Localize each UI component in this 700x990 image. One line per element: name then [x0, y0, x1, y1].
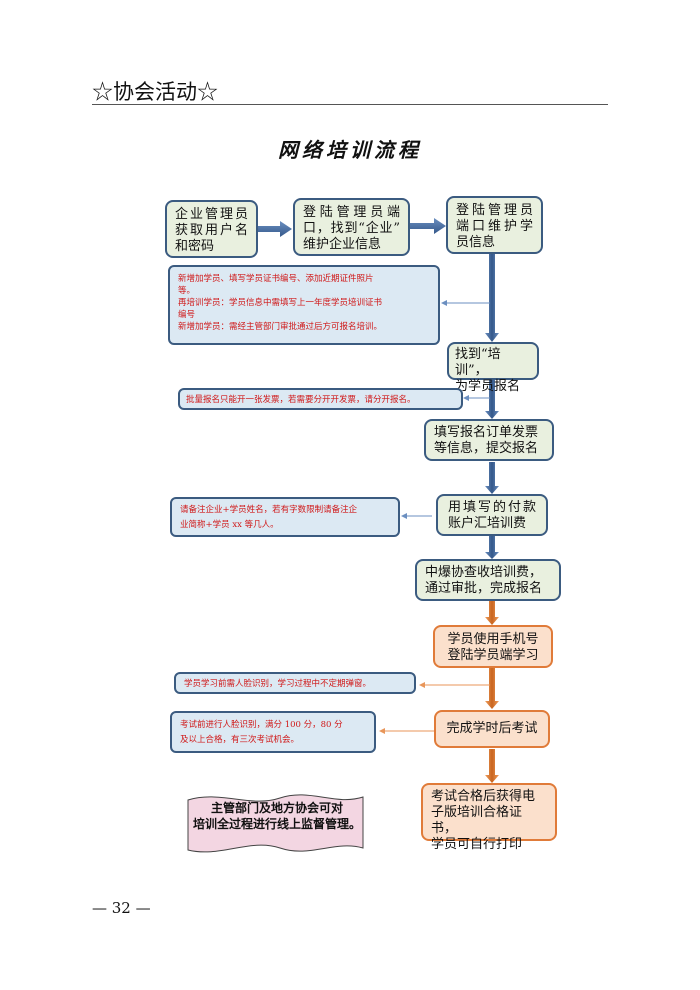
connector-note2-head: [463, 395, 469, 401]
arrow-step5-to-step6: [485, 462, 499, 494]
step-exam: 完成学时后考试: [434, 710, 550, 748]
header-divider: [92, 104, 608, 105]
note-invoice: 批量报名只能开一张发票，若需要分开开发票，请分开报名。: [178, 388, 463, 410]
step-find-training-register: 找到“培训”， 为学员报名: [447, 342, 539, 394]
note-student-info: 新增加学员、填写学员证书编号、添加近期证件照片 等。 再培训学员：学员信息中需填…: [168, 265, 440, 345]
step-fill-order-invoice: 填写报名订单发票 等信息，提交报名: [424, 419, 554, 461]
page-title: 网络培训流程: [278, 138, 422, 162]
supervision-banner: 主管部门及地方协会可对 培训全过程进行线上监督管理。: [192, 801, 361, 831]
banner-shape: [187, 794, 364, 853]
step-student-login: 学员使用手机号 登陆学员端学习: [433, 625, 553, 668]
connector-note3-head: [401, 513, 407, 519]
note-face-recognition: 学员学习前需人脸识别，学习过程中不定期弹窗。: [174, 672, 416, 694]
connector-note1-head: [441, 300, 447, 306]
arrow-step3-to-step4: [485, 254, 499, 342]
page-number: — 32 —: [92, 899, 151, 917]
note-exam-rules: 考试前进行人脸识别，满分 100 分，80 分 及以上合格，有三次考试机会。: [170, 711, 376, 753]
step-remit-fee: 用填写的付款 账户汇培训费: [436, 494, 548, 536]
step-admin-student-info: 登陆管理员 端口维护学 员信息: [446, 196, 543, 254]
arrow-step9-to-step10: [485, 749, 499, 783]
arrow-step6-to-step7: [485, 536, 499, 559]
arrow-step4-to-step5: [485, 379, 499, 419]
step-certificate: 考试合格后获得电 子版培训合格证书， 学员可自行打印: [421, 783, 557, 852]
arrow-step7-to-step8: [485, 600, 499, 625]
connector-note4-head: [419, 682, 425, 688]
arrow-step8-to-step9: [485, 668, 499, 709]
arrow-step1-to-step2: [258, 221, 292, 237]
section-header: ☆协会活动☆: [92, 80, 218, 104]
step-admin-enterprise-info: 登陆管理员端 口，找到“企业” 维护企业信息: [293, 198, 410, 256]
step-approve-registration: 中爆协查收培训费， 通过审批，完成报名: [415, 559, 561, 601]
note-remittance: 请备注企业+学员姓名，若有字数限制请备注企 业简称+学员 xx 等几人。: [170, 497, 400, 537]
connector-note5-head: [379, 728, 385, 734]
step-get-credentials: 企业管理员 获取用户名 和密码: [165, 200, 258, 258]
arrow-step2-to-step3: [410, 218, 446, 234]
